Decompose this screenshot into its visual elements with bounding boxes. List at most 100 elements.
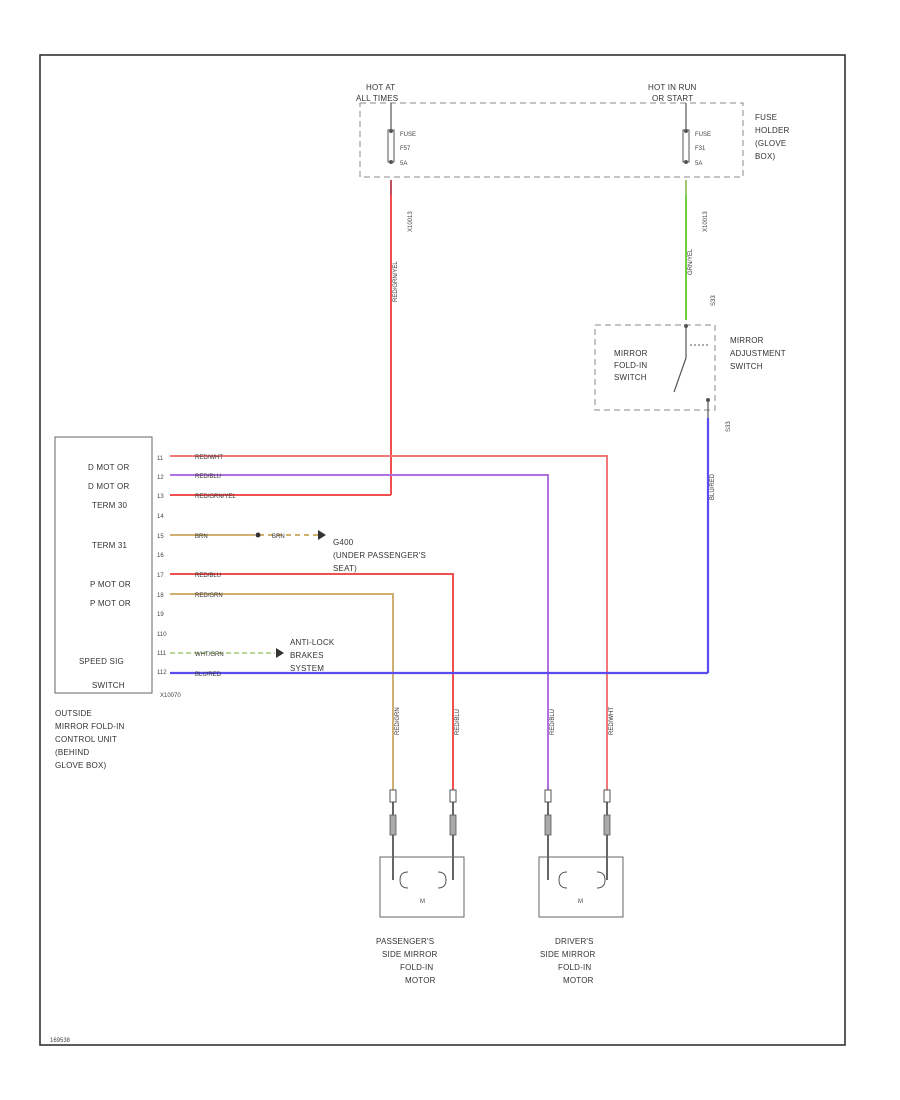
passenger-motor-label-1: PASSENGER'S [376, 937, 434, 946]
ground-arrow [318, 530, 326, 540]
hot-at-all-times-label-1: HOT AT [366, 83, 395, 92]
fuse-right-dot-top [684, 129, 688, 133]
term-p-left [389, 814, 397, 836]
cu-desc-1: OUTSIDE [55, 709, 92, 718]
cu-pin-label-11: D MOT OR [88, 463, 129, 472]
wire-pin112-label: BLU/RED [195, 672, 222, 678]
diagram-frame [39, 54, 846, 1046]
cu-pin-num-19: 19 [157, 612, 164, 618]
wire-pin18 [170, 593, 394, 790]
wire-pin111-label: WHT/GRN [195, 652, 224, 658]
fuse-holder-label-4: BOX) [755, 152, 775, 161]
hot-in-run-label-2: OR START [652, 94, 693, 103]
wire-pin12-label: RED/BLU [195, 474, 221, 480]
control-unit-wires: RED/WHT RED/BLU RED/GRN/YEL BRN BRN RED/… [170, 455, 708, 790]
cu-pin-label-18: P MOT OR [90, 599, 131, 608]
notes: G400 (UNDER PASSENGER'S SEAT) ANTI-LOCK … [290, 538, 426, 673]
cu-desc-2: MIRROR FOLD-IN [55, 722, 124, 731]
wire-pin15-label-b: BRN [272, 534, 285, 540]
mirror-switch-outline [594, 324, 716, 411]
driver-mirror-motor: M DRIVER'S SIDE MIRROR FOLD-IN MOTOR [538, 856, 624, 985]
abs-note-1: ANTI-LOCK [290, 638, 335, 647]
fold-in-switch-label-3: SWITCH [614, 373, 647, 382]
cu-pin-num-12: 12 [157, 475, 164, 481]
wire-pin15-splice [255, 532, 261, 538]
fuse-left-symbol [387, 129, 395, 163]
switch-connector-bottom: S33 [726, 421, 732, 432]
fuse-right-id: F31 [695, 146, 706, 152]
adjustment-switch-label-3: SWITCH [730, 362, 763, 371]
cu-pin-num-112: 112 [157, 670, 167, 676]
fuse-left-connector: X10013 [408, 211, 414, 232]
cu-pin-num-110: 110 [157, 632, 167, 638]
hot-at-all-times-label-2: ALL TIMES [356, 94, 398, 103]
conn-p-right [449, 789, 457, 803]
conn-d-right [603, 789, 611, 803]
passenger-motor-symbol: M [420, 899, 425, 905]
adjustment-switch-label-1: MIRROR [730, 336, 764, 345]
fuse-left-name: FUSE [400, 132, 416, 138]
fuse-holder-label-1: FUSE [755, 113, 777, 122]
abs-note-2: BRAKES [290, 651, 324, 660]
motor-wire-label-3: RED/BLU [550, 709, 556, 735]
fuse-left-dot-bottom [389, 160, 393, 164]
wire-pin11-label: RED/WHT [195, 455, 223, 461]
cu-pin-label-12: D MOT OR [88, 482, 129, 491]
cu-pin-num-17: 17 [157, 573, 164, 579]
cu-pin-label-15: TERM 31 [92, 541, 128, 550]
fuse-holder-outline [359, 102, 744, 178]
cu-pin-num-111: 111 [157, 651, 167, 657]
cu-pin-num-14: 14 [157, 514, 164, 520]
driver-motor-label-2: SIDE MIRROR [540, 950, 596, 959]
fuse-left-id: F57 [400, 146, 411, 152]
conn-p-left [389, 789, 397, 803]
conn-d-left [544, 789, 552, 803]
wire-pin13-label: RED/GRN/YEL [195, 494, 236, 500]
hot-in-run-label-1: HOT IN RUN [648, 83, 697, 92]
passenger-motor-label-3: FOLD-IN [400, 963, 433, 972]
ground-note-2: (UNDER PASSENGER'S [333, 551, 426, 560]
fuse-left-dot-top [389, 129, 393, 133]
fuse-holder-label-3: (GLOVE [755, 139, 786, 148]
driver-motor-winding [558, 871, 606, 889]
fuse-right-rating: 5A [695, 161, 702, 167]
fuse-left-rating: 5A [400, 161, 407, 167]
cu-pin-num-15: 15 [157, 534, 164, 540]
fuse-right-dot-bottom [684, 160, 688, 164]
term-p-right [449, 814, 457, 836]
fuse-right-connector: X10013 [703, 211, 709, 232]
passenger-motor-box [379, 856, 465, 918]
ground-note-1: G400 [333, 538, 354, 547]
fold-in-switch-label-1: MIRROR [614, 349, 648, 358]
passenger-motor-label-2: SIDE MIRROR [382, 950, 438, 959]
diagram-id: 169538 [50, 1038, 71, 1044]
cu-pin-num-11: 11 [157, 456, 164, 462]
cu-pin-num-13: 13 [157, 494, 164, 500]
term-d-right [603, 814, 611, 836]
abs-note-3: SYSTEM [290, 664, 324, 673]
cu-pin-num-18: 18 [157, 593, 164, 599]
switch-connector-top: S33 [711, 295, 717, 306]
fold-in-switch-label-2: FOLD-IN [614, 361, 647, 370]
abs-arrow [276, 648, 284, 658]
driver-motor-symbol: M [578, 899, 583, 905]
fuse-right-wire-label: GRN/YEL [688, 248, 694, 275]
passenger-motor-winding [399, 871, 447, 889]
motor-connectors [389, 789, 611, 880]
cu-desc-4: (BEHIND [55, 748, 89, 757]
driver-motor-label-4: MOTOR [563, 976, 594, 985]
cu-desc-5: GLOVE BOX) [55, 761, 106, 770]
passenger-mirror-motor: M PASSENGER'S SIDE MIRROR FOLD-IN MOTOR [376, 856, 465, 985]
fuse-holder: HOT AT ALL TIMES HOT IN RUN OR START FUS… [356, 83, 789, 232]
wire-pin15-label: BRN [195, 534, 208, 540]
wire-pin18-label: RED/GRN [195, 593, 223, 599]
motor-wire-label-1: RED/GRN [395, 707, 401, 735]
motor-wire-label-4: RED/WHT [609, 707, 615, 735]
wire-pin12 [170, 474, 549, 790]
motor-wire-labels: RED/GRN RED/BLU RED/BLU RED/WHT [395, 707, 615, 735]
motor-wire-label-2: RED/BLU [455, 709, 461, 735]
cu-pin-label-111: SPEED SIG [79, 657, 124, 666]
fuse-right-name: FUSE [695, 132, 711, 138]
switch-blade [673, 357, 687, 393]
